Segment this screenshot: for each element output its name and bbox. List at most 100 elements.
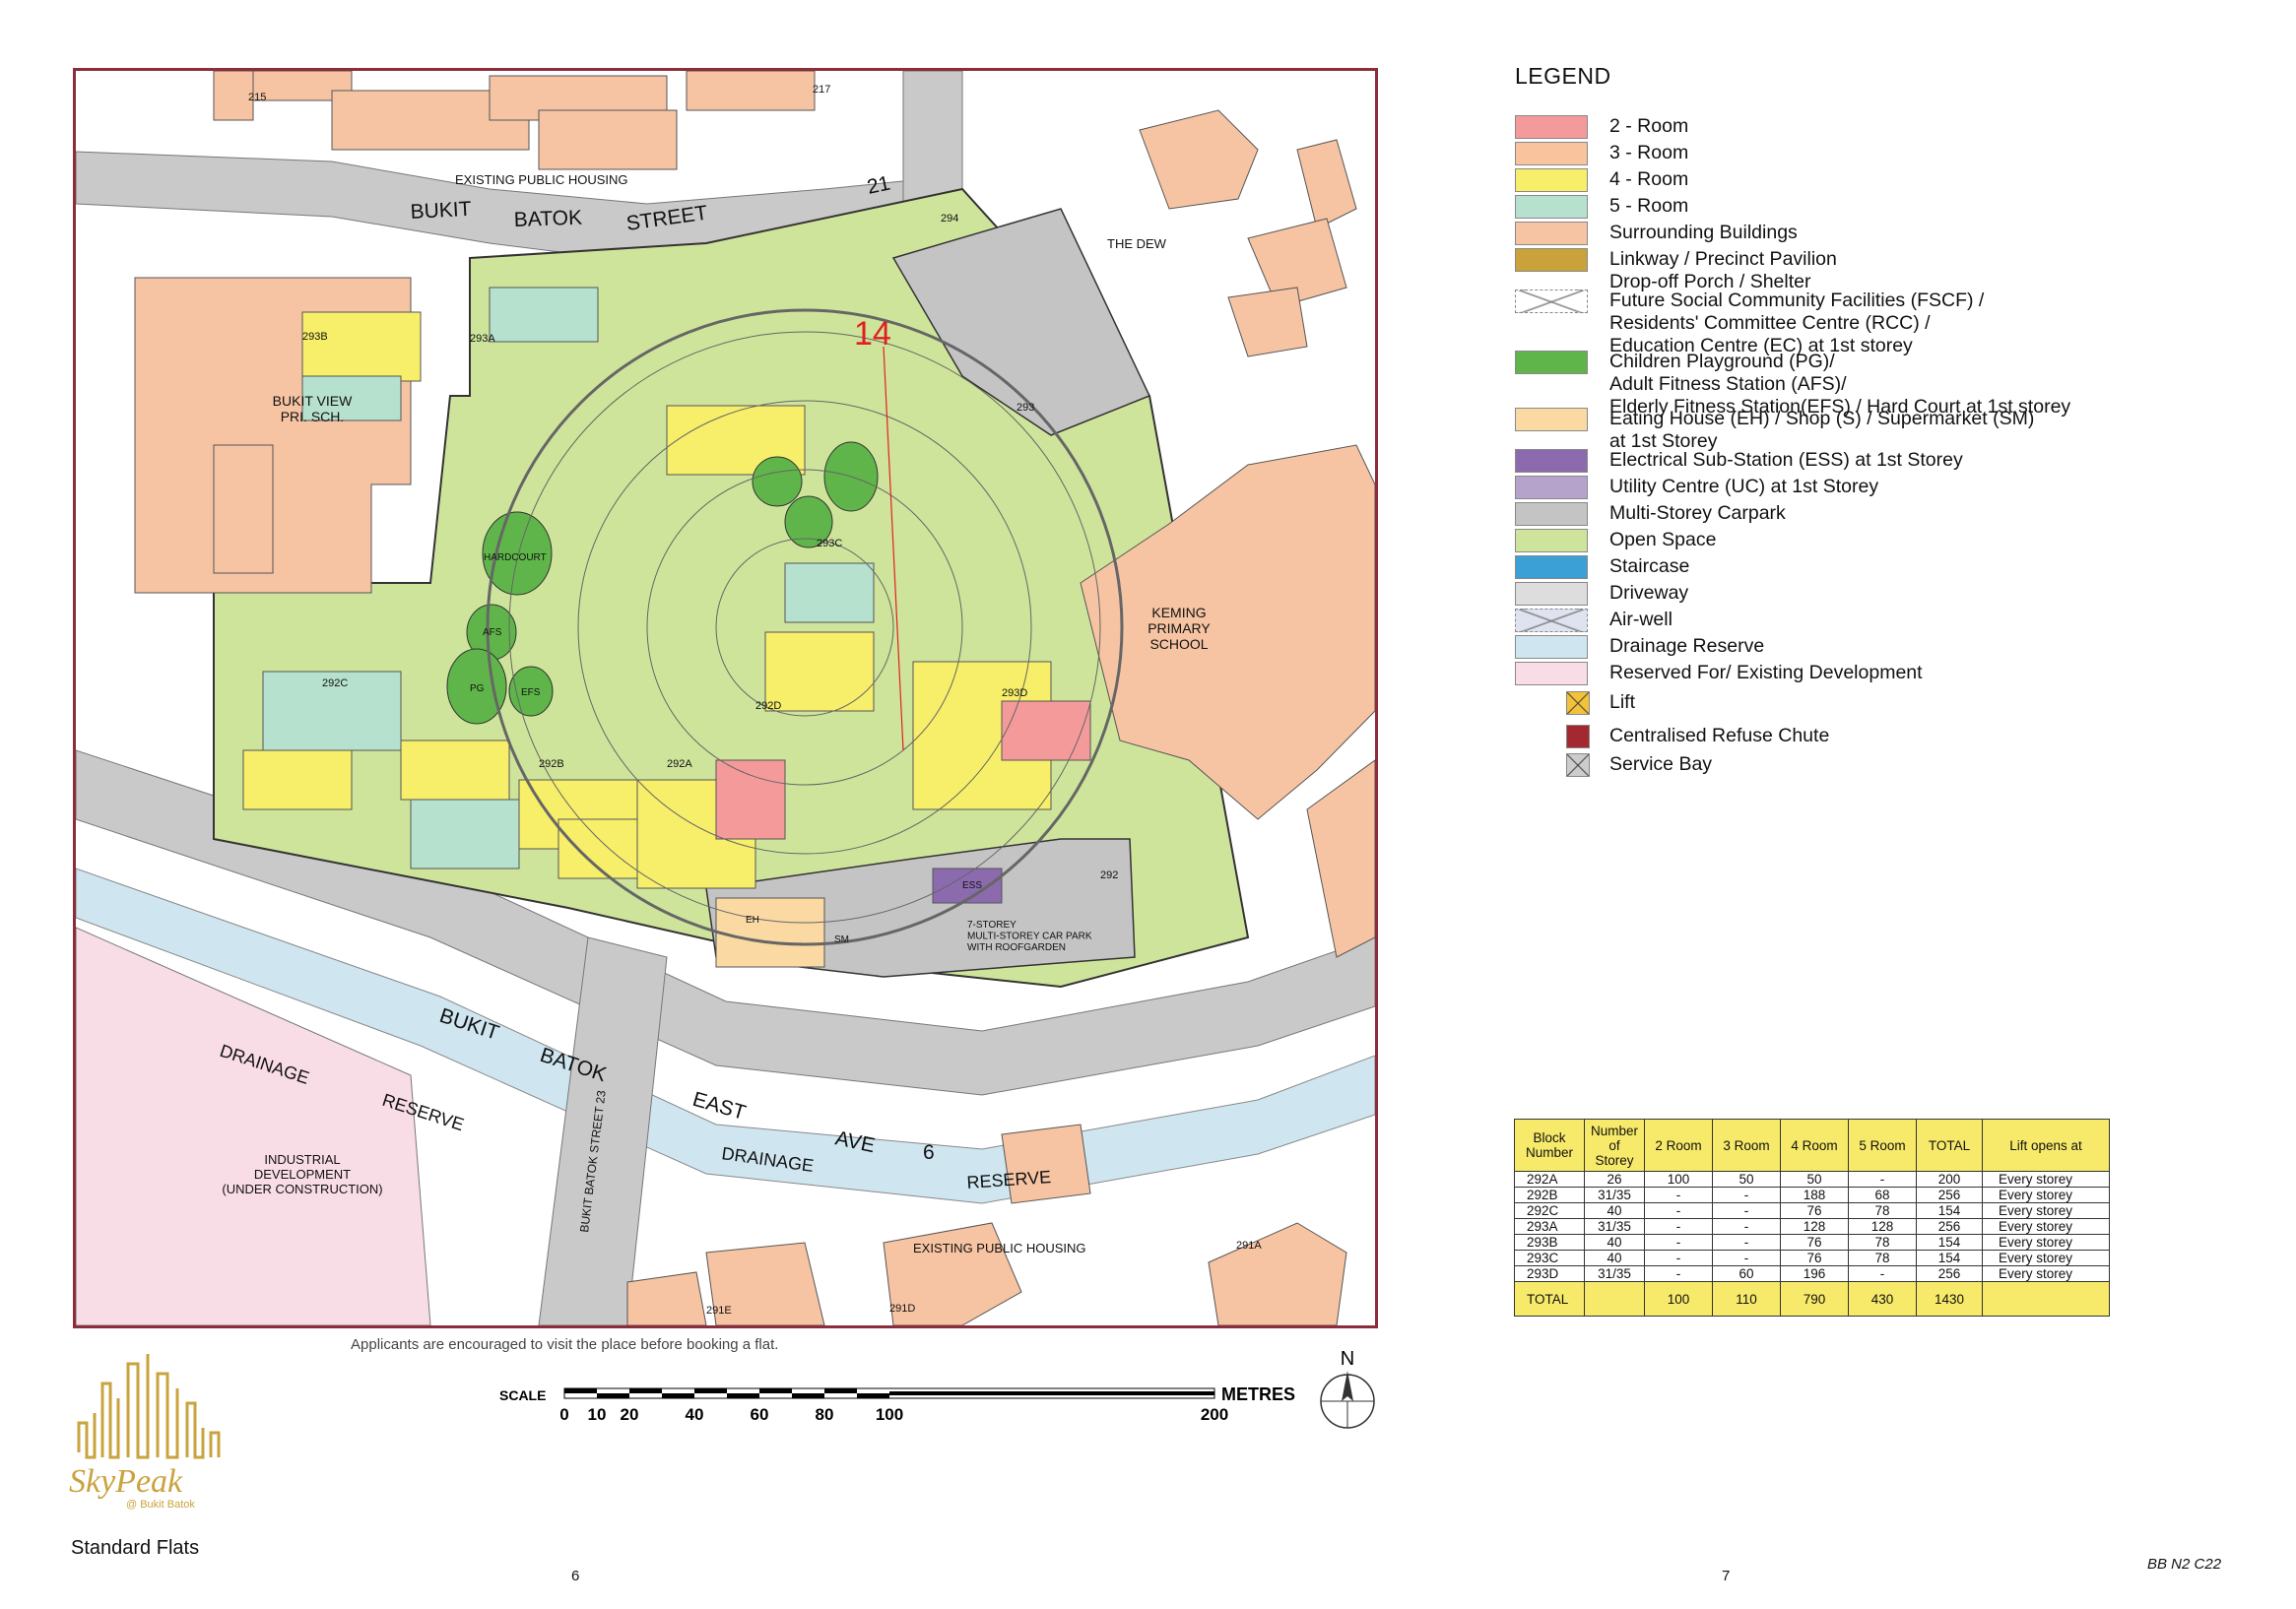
table-cell: Every storey — [1982, 1187, 2110, 1203]
drainage-reserve — [76, 868, 1375, 1204]
legend-item: Linkway / Precinct Pavilion Drop-off Por… — [1515, 248, 1837, 293]
table-cell: - — [1712, 1218, 1781, 1235]
table-cell: Every storey — [1982, 1265, 2110, 1282]
table-total-cell: 110 — [1712, 1281, 1781, 1317]
distance-circle-overlay — [486, 308, 1124, 946]
block-293b: 293B — [302, 331, 328, 343]
legend-label: 4 - Room — [1609, 168, 1689, 190]
legend-swatch — [1566, 753, 1590, 777]
legend-swatch — [1515, 555, 1588, 579]
scale-tick-label: 10 — [588, 1405, 607, 1424]
table-total-cell: 790 — [1780, 1281, 1849, 1317]
legend-swatch — [1515, 195, 1588, 219]
legend-swatch — [1515, 351, 1588, 374]
legend-item: Centralised Refuse Chute — [1515, 725, 1829, 748]
scale-segment — [629, 1388, 662, 1393]
north-arrow: N — [1318, 1347, 1377, 1436]
legend-label: Staircase — [1609, 555, 1690, 577]
label-street21-4: 21 — [865, 172, 892, 199]
label-existing-housing-bottom: EXISTING PUBLIC HOUSING — [913, 1241, 1086, 1255]
legend-item: Utility Centre (UC) at 1st Storey — [1515, 476, 1878, 499]
table-cell: 292B — [1514, 1187, 1585, 1203]
legend-item: 5 - Room — [1515, 195, 1688, 219]
table-total-cell: TOTAL — [1514, 1281, 1585, 1317]
block-291d: 291D — [889, 1303, 915, 1315]
label-efs: EFS — [521, 687, 541, 698]
legend-title: LEGEND — [1515, 63, 1611, 89]
logo-sub: @ Bukit Batok — [126, 1499, 195, 1511]
table-cell: 78 — [1848, 1202, 1917, 1219]
applicants-note: Applicants are encouraged to visit the p… — [351, 1336, 779, 1353]
table-cell: 40 — [1584, 1250, 1645, 1266]
legend-swatch — [1515, 142, 1588, 165]
legend-swatch — [1515, 476, 1588, 499]
block-292d: 292D — [755, 700, 781, 712]
scale-tick-label: 80 — [816, 1405, 834, 1424]
scale-segment — [662, 1393, 694, 1398]
table-cell: 200 — [1916, 1171, 1983, 1188]
label-afs: AFS — [483, 627, 502, 638]
legend-label: Driveway — [1609, 582, 1689, 604]
table-cell: 128 — [1848, 1218, 1917, 1235]
legend-swatch — [1515, 635, 1588, 659]
table-cell: 50 — [1780, 1171, 1849, 1188]
skypeak-logo: SkyPeak @ Bukit Batok — [69, 1344, 266, 1521]
table-cell: 293A — [1514, 1218, 1585, 1235]
legend-swatch — [1515, 222, 1588, 245]
table-cell: 31/35 — [1584, 1265, 1645, 1282]
table-header-cell: 5 Room — [1848, 1119, 1917, 1172]
legend-swatch — [1515, 449, 1588, 473]
block-292b: 292B — [539, 758, 564, 770]
legend-label: Linkway / Precinct Pavilion Drop-off Por… — [1609, 248, 1837, 292]
legend-swatch — [1515, 502, 1588, 526]
legend-swatch — [1515, 582, 1588, 606]
site-plan-map: EXISTING PUBLIC HOUSING BUKIT BATOK STRE… — [73, 68, 1378, 1328]
label-the-dew: THE DEW — [1107, 236, 1167, 251]
legend-label: Electrical Sub-Station (ESS) at 1st Stor… — [1609, 449, 1963, 471]
label-existing-housing-top: EXISTING PUBLIC HOUSING — [455, 172, 628, 187]
table-cell: - — [1644, 1187, 1713, 1203]
scale-tick-label: 20 — [621, 1405, 639, 1424]
table-cell: - — [1712, 1234, 1781, 1251]
table-cell: 293D — [1514, 1265, 1585, 1282]
legend-label: Service Bay — [1609, 753, 1713, 775]
legend-item: 2 - Room — [1515, 115, 1688, 139]
table-cell: Every storey — [1982, 1202, 2110, 1219]
legend-label: Open Space — [1609, 529, 1717, 550]
scale-segment — [597, 1393, 629, 1398]
legend-swatch — [1566, 691, 1590, 715]
document-reference: BB N2 C22 — [2147, 1556, 2222, 1573]
table-total-cell: 1430 — [1916, 1281, 1983, 1317]
table-cell: 196 — [1780, 1265, 1849, 1282]
block-292c: 292C — [322, 677, 348, 689]
table-cell: - — [1848, 1265, 1917, 1282]
table-cell: - — [1712, 1250, 1781, 1266]
legend-swatch — [1515, 529, 1588, 552]
table-cell: 256 — [1916, 1218, 1983, 1235]
legend-swatch — [1515, 408, 1588, 431]
table-total-cell — [1584, 1281, 1645, 1317]
table-header-cell: Lift opens at — [1982, 1119, 2110, 1172]
legend-swatch — [1515, 609, 1588, 632]
skyline-logo-icon — [77, 1354, 221, 1459]
table-total-cell: 100 — [1644, 1281, 1713, 1317]
table-total-cell — [1982, 1281, 2110, 1317]
legend-label: Reserved For/ Existing Development — [1609, 662, 1923, 683]
legend-label: Children Playground (PG)/ Adult Fitness … — [1609, 351, 2071, 418]
scale-tick-label: 100 — [876, 1405, 903, 1424]
legend-item: Lift — [1515, 691, 1635, 715]
table-cell: Every storey — [1982, 1250, 2110, 1266]
label-pg: PG — [470, 683, 485, 694]
label-sm: SM — [834, 934, 849, 945]
table-header-cell: 2 Room — [1644, 1119, 1713, 1172]
